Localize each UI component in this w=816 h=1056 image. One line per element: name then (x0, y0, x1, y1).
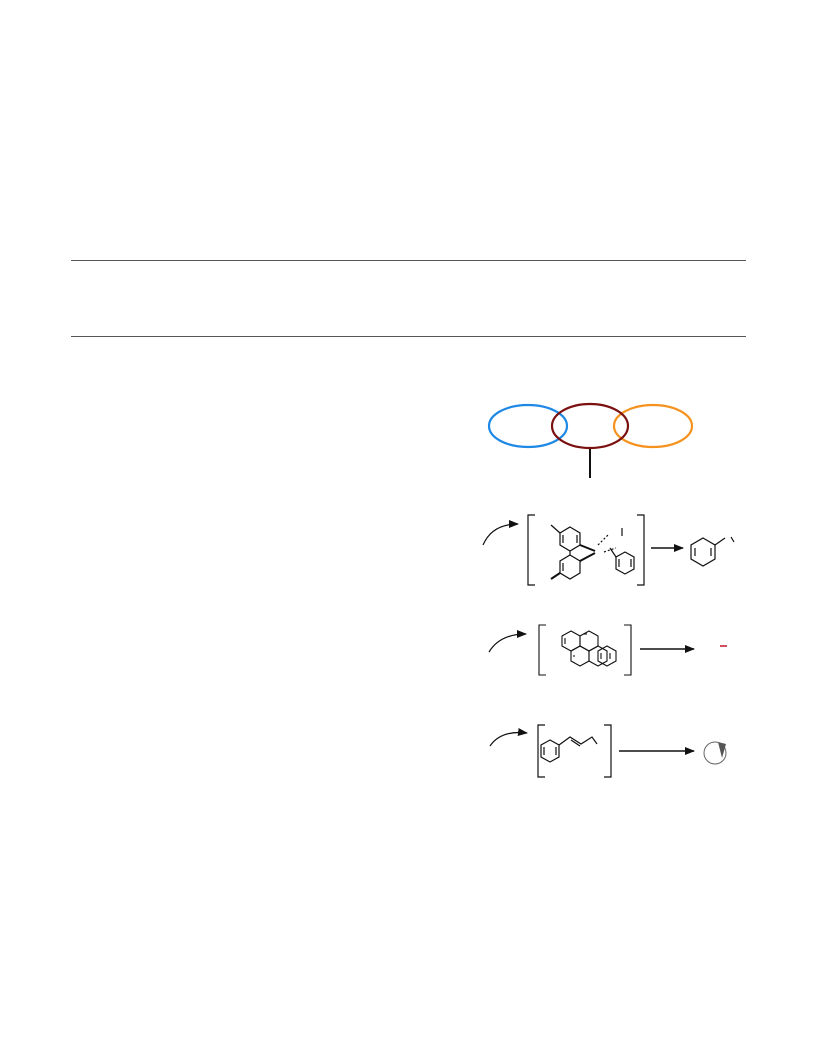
partial-sphere-icon (703, 741, 727, 765)
right-bracket (637, 514, 645, 586)
ring-left (487, 403, 569, 449)
ring-middle (550, 402, 630, 450)
right-bracket (624, 624, 632, 676)
ring-cluster (487, 402, 694, 478)
left-bracket (537, 724, 545, 778)
left-bracket (538, 624, 546, 676)
right-bracket (604, 724, 612, 778)
left-bracket (527, 514, 535, 586)
ring-right (612, 403, 694, 449)
curved-arrow-icon (488, 630, 527, 653)
pyrene-molecule (561, 630, 617, 667)
scheme-row-2 (488, 624, 727, 676)
scheme-row-1 (482, 514, 735, 586)
curved-arrow-icon (489, 727, 528, 747)
scheme-row-3 (489, 724, 727, 778)
alkene-chain (558, 736, 598, 746)
top-horizontal-rule (71, 260, 746, 261)
bottom-horizontal-rule (71, 336, 746, 337)
curved-arrow-icon (482, 520, 519, 546)
